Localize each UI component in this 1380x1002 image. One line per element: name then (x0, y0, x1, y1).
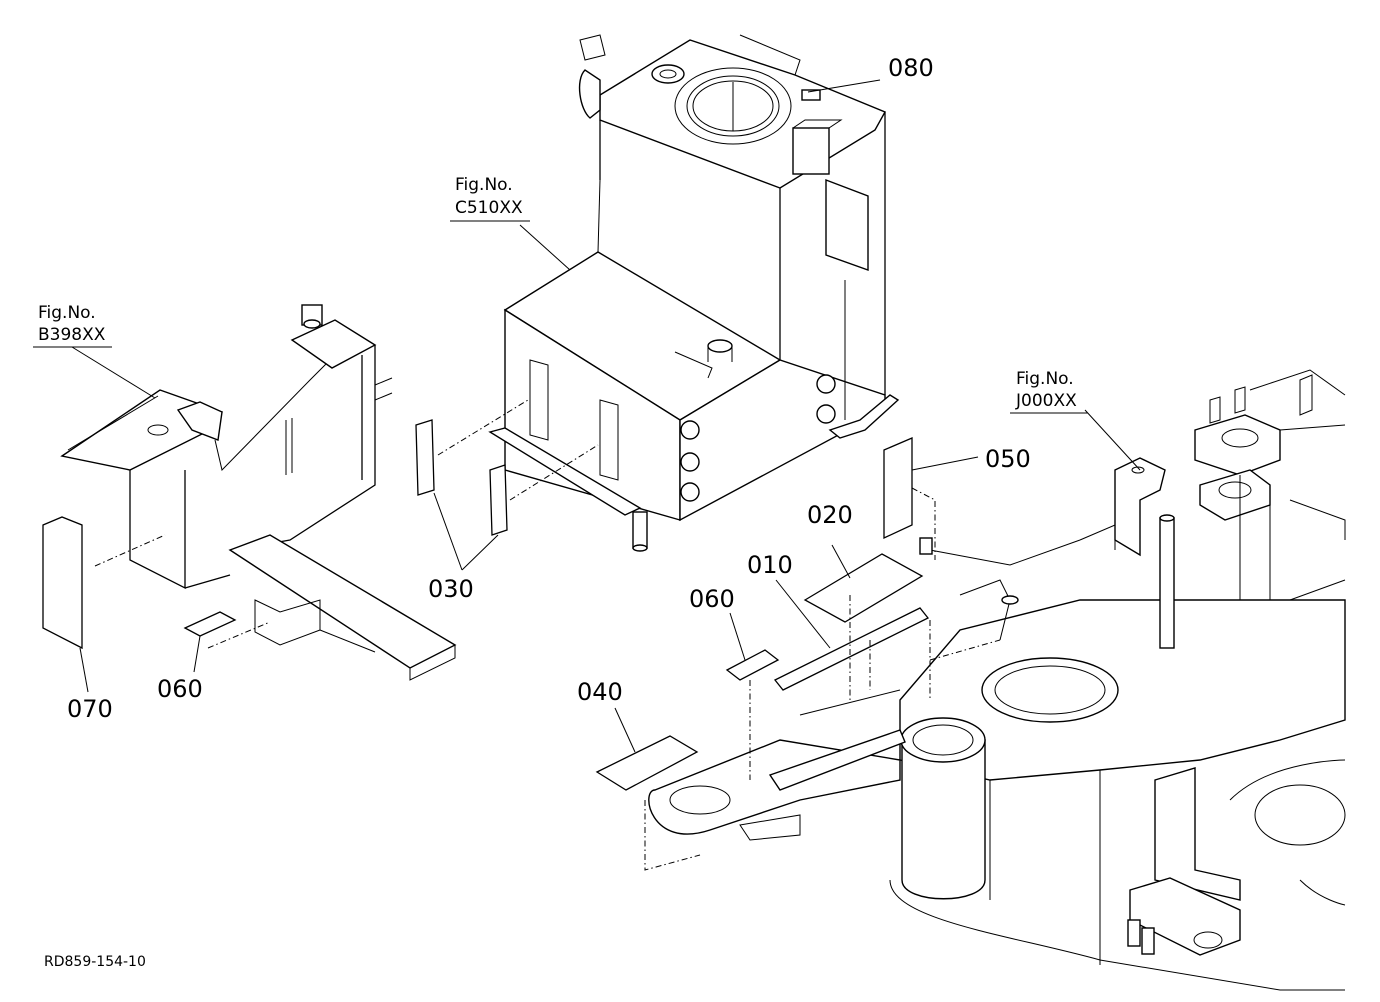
fig-b398-line1: Fig.No. (38, 303, 96, 323)
decal-060-right (725, 649, 780, 681)
callout-060-right: 060 (689, 585, 735, 613)
fig-c510-line1: Fig.No. (455, 175, 513, 195)
fig-c510-line2: C510XX (455, 198, 523, 218)
fig-j000-line2: J000XX (1015, 391, 1077, 411)
decal-050 (883, 437, 913, 540)
leader-lines (71, 79, 1141, 753)
chassis-frame (648, 369, 1346, 991)
tank-assembly (488, 34, 900, 552)
drawing-code: RD859-154-10 (44, 954, 146, 970)
decal-010 (773, 607, 930, 691)
figure-ref-b398: Fig.No. B398XX (33, 303, 112, 348)
callout-labels: 080 030 050 020 010 060 040 060 070 (67, 54, 1031, 723)
bracket-assembly (60, 304, 457, 681)
fig-j000-line1: Fig.No. (1016, 369, 1074, 389)
callout-020: 020 (807, 501, 853, 529)
callout-060-left: 060 (157, 675, 203, 703)
decal-parts (42, 419, 930, 791)
decal-070 (42, 516, 83, 650)
callout-070: 070 (67, 695, 113, 723)
callout-080: 080 (888, 54, 934, 82)
figure-ref-j000: Fig.No. J000XX (1010, 369, 1088, 414)
decal-060-left (183, 611, 237, 637)
callout-040: 040 (577, 678, 623, 706)
callout-030: 030 (428, 575, 474, 603)
figure-ref-c510: Fig.No. C510XX (450, 175, 530, 222)
callout-050: 050 (985, 445, 1031, 473)
callout-010: 010 (747, 551, 793, 579)
decal-020 (803, 553, 924, 623)
decal-030-b (489, 464, 508, 536)
decal-030-a (415, 419, 435, 496)
locating-lines (94, 399, 1001, 871)
decal-040 (595, 735, 699, 791)
fig-b398-line2: B398XX (38, 325, 106, 345)
